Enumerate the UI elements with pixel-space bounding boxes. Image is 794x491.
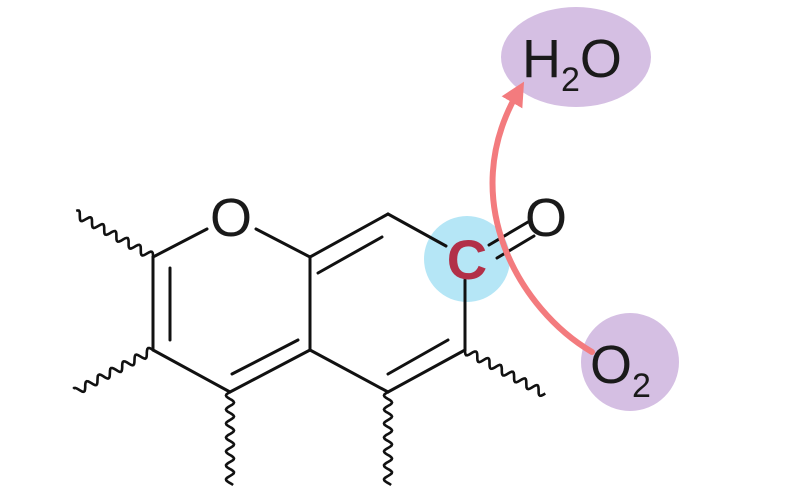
water-subscript: 2	[561, 61, 580, 99]
water-o: O	[580, 29, 622, 89]
wavy-bond	[224, 390, 236, 487]
water-label: H2O	[522, 29, 622, 99]
oxygen-molecule-label: O2	[590, 335, 651, 405]
reaction-arrow	[489, 81, 595, 355]
wavy-bond	[382, 390, 394, 487]
oxygen-subscript: 2	[632, 367, 651, 405]
oxygen-bubble	[581, 313, 679, 411]
water-h: H	[522, 29, 561, 89]
wavy-bond	[72, 346, 154, 394]
substituent-bonds	[72, 209, 546, 487]
carbon-highlight	[424, 216, 510, 302]
wavy-bond	[463, 349, 546, 398]
wavy-bond	[75, 209, 155, 257]
ring-oxygen-label: O	[210, 188, 252, 248]
carbonyl-oxygen-label: O	[525, 188, 567, 248]
bonds	[151, 212, 536, 394]
water-bubble	[501, 7, 651, 107]
highlighted-carbon-label: C	[447, 228, 487, 291]
oxygen-o: O	[590, 335, 632, 395]
